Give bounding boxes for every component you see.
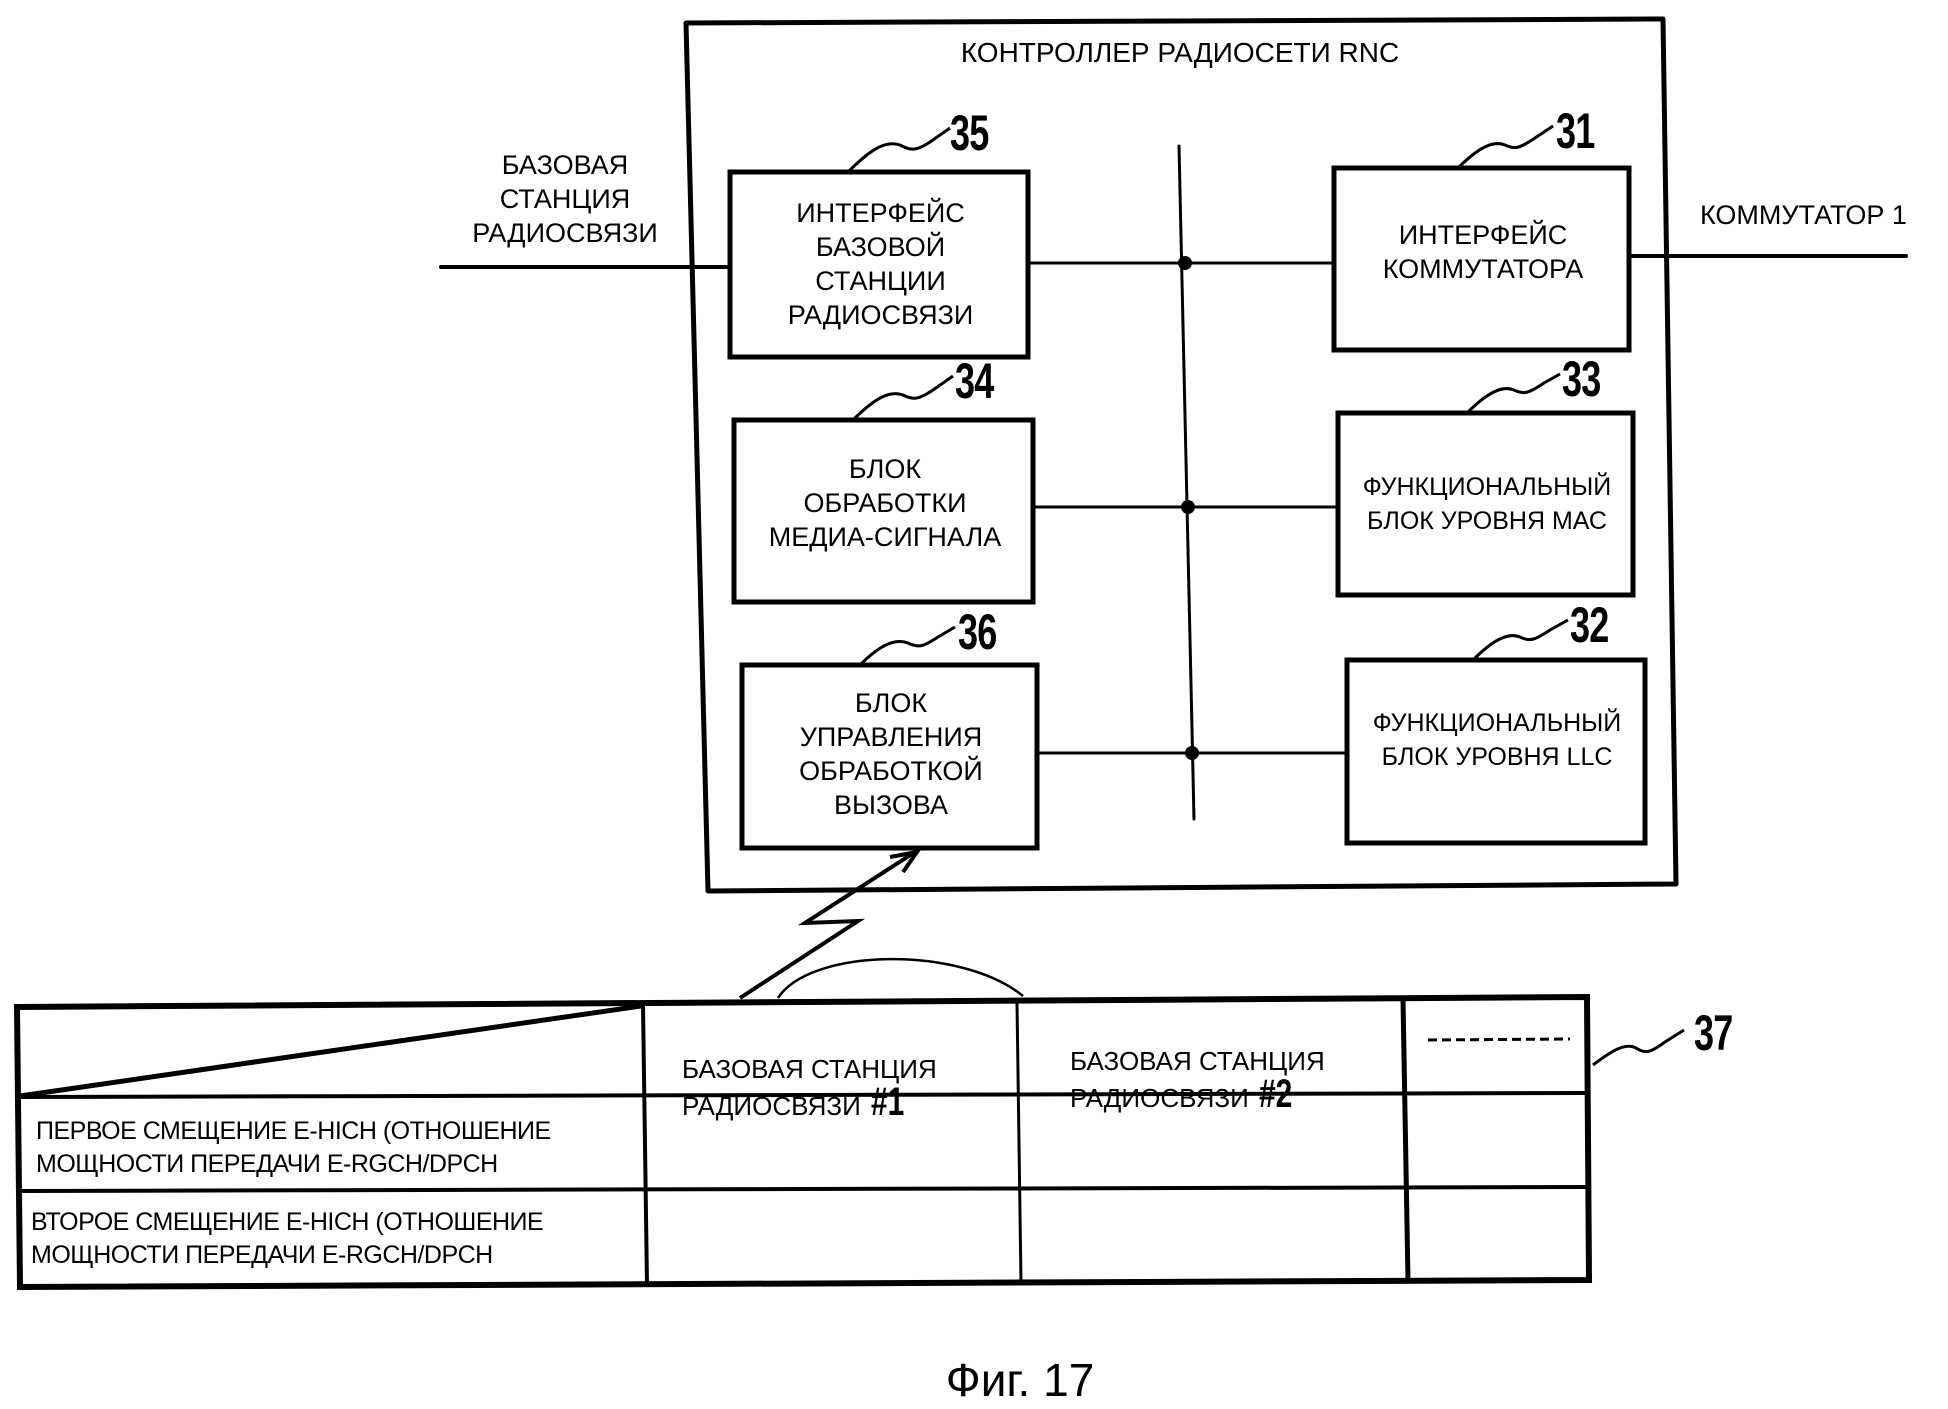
block-36-frame <box>739 662 1040 851</box>
radio-link-icon <box>738 850 917 1000</box>
table-header-station-2: БАЗОВАЯ СТАНЦИЯ РАДИОСВЯЗИ#2 <box>1070 1012 1400 1115</box>
leader-37 <box>1592 1028 1685 1067</box>
internal-bus <box>1177 144 1196 821</box>
leader-32 <box>1471 618 1569 662</box>
ref-31: 31 <box>1556 103 1595 159</box>
table-vline <box>1015 1002 1023 1284</box>
leader-34 <box>851 374 954 422</box>
leader-35 <box>846 126 951 174</box>
leader-33 <box>1465 372 1561 415</box>
block-33-frame <box>1335 410 1636 598</box>
table-row-label-first-offset: ПЕРВОЕ СМЕЩЕНИЕ E-HICH (ОТНОШЕНИЕ МОЩНОС… <box>36 1117 551 1178</box>
ref-36: 36 <box>958 604 997 660</box>
rnc-title: КОНТРОЛЛЕР РАДИОСЕТИ RNC <box>960 37 1400 68</box>
table-vline <box>641 1004 649 1286</box>
rnc-frame <box>683 16 1679 894</box>
block-32-frame <box>1344 657 1648 846</box>
ref-33: 33 <box>1562 351 1601 407</box>
block-35-frame <box>727 169 1031 360</box>
table-cell <box>1409 1095 1585 1185</box>
ellipsis-dashes <box>1427 1037 1571 1042</box>
block-33-label: ФУНКЦИОНАЛЬНЫЙ БЛОК УРОВНЯ МАС <box>1362 473 1612 535</box>
table-frame <box>13 993 1593 1291</box>
block-36-label: БЛОК УПРАВЛЕНИЯ ОБРАБОТКОЙ ВЫЗОВА <box>799 688 983 820</box>
ref-35: 35 <box>950 105 989 161</box>
station-2-text: БАЗОВАЯ СТАНЦИЯ РАДИОСВЯЗИ <box>1070 1046 1325 1113</box>
block-35-label: ИНТЕРФЕЙС БАЗОВОЙ СТАНЦИИ РАДИОСВЯЗИ <box>787 198 974 330</box>
table-cell <box>1022 1190 1402 1280</box>
table-cell <box>1022 1096 1402 1186</box>
bus-junction <box>1178 256 1192 270</box>
table-header-diagonal <box>19 1003 642 1099</box>
table-cell <box>648 1098 1016 1188</box>
station-2-number: #2 <box>1258 1072 1293 1116</box>
ref-34: 34 <box>955 353 994 409</box>
bus-junction <box>1185 746 1199 760</box>
table-hline <box>17 1091 1589 1099</box>
external-base-station-label: БАЗОВАЯ СТАНЦИЯ РАДИОСВЯЗИ <box>472 150 658 248</box>
arrowhead-icon <box>889 849 922 874</box>
coverage-arc <box>776 957 1024 999</box>
block-31-frame <box>1331 165 1632 353</box>
station-1-number: #1 <box>870 1080 905 1124</box>
station-1-text: БАЗОВАЯ СТАНЦИЯ РАДИОСВЯЗИ <box>682 1054 937 1121</box>
ref-37: 37 <box>1694 1005 1733 1061</box>
table-hline <box>18 1185 1590 1193</box>
leader-36 <box>858 625 956 667</box>
bus-junction <box>1181 500 1195 514</box>
ref-32: 32 <box>1570 597 1609 653</box>
leader-31 <box>1456 124 1554 170</box>
block-34-frame <box>731 417 1036 605</box>
block-31-label: ИНТЕРФЕЙС КОММУТАТОРА <box>1382 220 1584 284</box>
table-row-label-second-offset: ВТОРОЕ СМЕЩЕНИЕ E-HICH (ОТНОШЕНИЕ МОЩНОС… <box>31 1208 544 1269</box>
external-switch-label: КОММУТАТОР 1 <box>1700 200 1907 230</box>
block-32-label: ФУНКЦИОНАЛЬНЫЙ БЛОК УРОВНЯ LLC <box>1372 709 1622 771</box>
table-header-station-1: БАЗОВАЯ СТАНЦИЯ РАДИОСВЯЗИ#1 <box>682 1020 1012 1123</box>
table-cell <box>648 1192 1016 1282</box>
table-cell <box>1409 1189 1585 1279</box>
block-34-label: БЛОК ОБРАБОТКИ МЕДИА-СИГНАЛА <box>768 454 1002 552</box>
table-vline <box>1400 998 1411 1282</box>
figure-caption: Фиг. 17 <box>945 1354 1095 1406</box>
